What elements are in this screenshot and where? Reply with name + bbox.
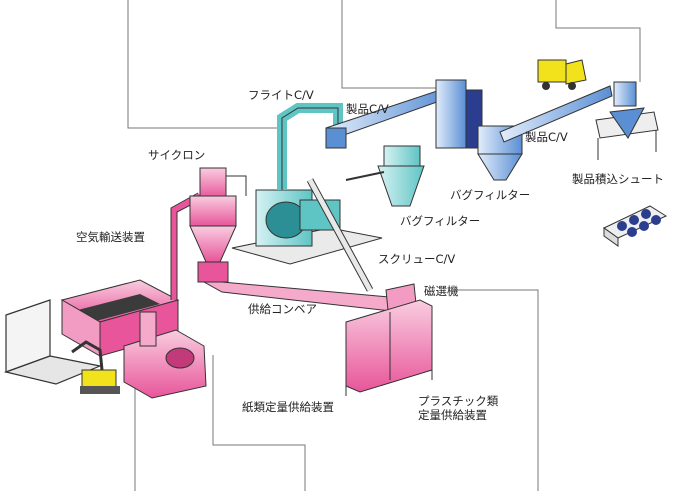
- excavator-icon: [71, 340, 120, 394]
- product-conveyor-1: [325, 87, 449, 149]
- monitor-icon: [3, 299, 103, 385]
- label-bag-filter-right: バグフィルター: [450, 188, 531, 202]
- bag-filter-center: [345, 145, 425, 207]
- label-supply-conveyor: 供給コンベア: [248, 302, 317, 316]
- feeders: [345, 299, 433, 396]
- label-bag-filter-center: バグフィルター: [400, 214, 481, 228]
- label-screw-conveyor: スクリューC/V: [378, 252, 456, 266]
- leader-lines: [127, 0, 641, 491]
- product-chute: [595, 81, 659, 160]
- label-product-conveyor-2: 製品C/V: [525, 130, 568, 144]
- flight-conveyor: [277, 103, 343, 190]
- label-flight-conveyor: フライトC/V: [248, 88, 314, 102]
- label-magnetic-separator: 磁選機: [424, 284, 459, 298]
- product-bags-icon: [603, 205, 668, 247]
- pneumatic-conveyor-unit: [60, 279, 207, 399]
- label-plastic-feeder: プラスチック類 定量供給装置: [418, 394, 499, 422]
- dryer-unit: [435, 79, 483, 149]
- label-product-conveyor-1: 製品C/V: [346, 102, 389, 116]
- label-cyclone: サイクロン: [148, 148, 206, 162]
- cyclone: [189, 167, 247, 283]
- product-conveyor-2: [499, 85, 613, 143]
- label-product-chute: 製品積込シュート: [572, 172, 664, 186]
- label-pneumatic-conveyor: 空気輸送装置: [76, 230, 145, 244]
- main-shredder: [231, 189, 383, 265]
- label-paper-feeder: 紙類定量供給装置: [242, 400, 334, 414]
- screw-conveyor: [306, 178, 374, 292]
- forklift-icon: [537, 59, 587, 90]
